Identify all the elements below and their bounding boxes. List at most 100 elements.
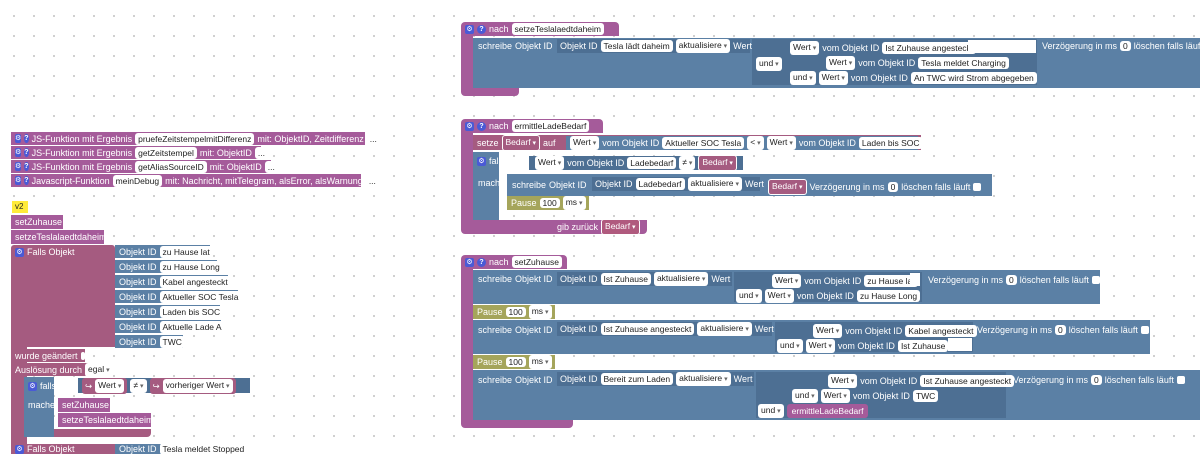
- wert-dropdown[interactable]: Wert: [826, 56, 856, 70]
- bedarf-variable[interactable]: Bedarf: [698, 155, 737, 171]
- call-setzeteslalaedtdaheim[interactable]: setzeTeslalaedtdaheim: [58, 413, 154, 427]
- gear-icon[interactable]: ⚙: [15, 148, 22, 157]
- delay-input[interactable]: 0: [1006, 275, 1017, 285]
- object-id-field[interactable]: Ist Zuhause angesteckt: [920, 375, 1015, 387]
- call-setzuhause[interactable]: setZuhause: [11, 215, 63, 229]
- aktualisiere-dropdown[interactable]: aktualisiere: [697, 322, 752, 336]
- object-id-field[interactable]: TWC: [159, 335, 185, 348]
- object-id-field[interactable]: zu Hause lat: [159, 245, 213, 258]
- object-id-field[interactable]: Aktueller SOC Tesla: [159, 290, 242, 303]
- object-id-block[interactable]: Objekt ID Tesla meldet Stopped: [115, 443, 248, 455]
- delay-input[interactable]: 0: [1091, 375, 1102, 385]
- previous-value-block[interactable]: ↪ vorheriger Wert: [149, 377, 236, 394]
- wert-dropdown[interactable]: Wert: [570, 136, 600, 150]
- aktualisiere-dropdown[interactable]: aktualisiere: [653, 272, 709, 286]
- gear-icon[interactable]: ⚙: [477, 156, 486, 166]
- object-id-field[interactable]: Ist Zuhause: [897, 340, 949, 352]
- wert-dropdown[interactable]: Wert: [95, 378, 125, 393]
- gear-icon[interactable]: ⚙: [15, 176, 22, 185]
- help-icon[interactable]: ?: [24, 176, 29, 185]
- state-value-block[interactable]: ↪ Wert: [82, 377, 128, 394]
- function-name-field[interactable]: pruefeZeitstempelmitDifferenz: [135, 132, 255, 145]
- delete-if-running-checkbox[interactable]: [1140, 326, 1149, 334]
- object-id-field[interactable]: TWC: [912, 390, 939, 402]
- more-button[interactable]: ...: [254, 146, 268, 159]
- und-dropdown[interactable]: und: [777, 339, 803, 353]
- wert-dropdown[interactable]: Wert: [818, 71, 848, 85]
- gear-icon[interactable]: ⚙: [15, 162, 22, 171]
- call-ermittleladebedarf[interactable]: ermittleLadeBedarf: [786, 404, 869, 418]
- delete-if-running-checkbox[interactable]: [973, 183, 982, 191]
- pause-block[interactable]: Pause 100 ms: [507, 196, 589, 210]
- object-id-field[interactable]: Ladebedarf: [635, 178, 685, 190]
- object-id-field[interactable]: Ist Zuhause angesteckt: [882, 42, 977, 54]
- js-function-block[interactable]: ⚙ ? JS-Funktion mit Ergebnis getAliasSou…: [11, 160, 278, 173]
- delay-input[interactable]: 0: [1120, 41, 1131, 51]
- wert-dropdown[interactable]: Wert: [764, 289, 794, 303]
- object-id-field[interactable]: Tesla lädt daheim: [600, 40, 673, 52]
- object-id-field[interactable]: Aktuelle Lade A: [159, 320, 225, 333]
- pause-block[interactable]: Pause 100 ms: [473, 355, 555, 369]
- function-name-field[interactable]: ermittleLadeBedarf: [511, 120, 590, 132]
- help-icon[interactable]: ?: [24, 162, 29, 171]
- objektid-block[interactable]: Objekt ID Tesla lädt daheim aktualisiere…: [557, 39, 752, 53]
- ms-dropdown[interactable]: ms: [562, 196, 586, 210]
- function-name-field[interactable]: meinDebug: [112, 174, 163, 187]
- vorheriger-wert-dropdown[interactable]: vorheriger Wert: [162, 378, 233, 393]
- if-condition-block[interactable]: Wert vom Objekt ID Ladebedarf ≠ Bedarf: [529, 155, 743, 171]
- object-id-field[interactable]: Ist Zuhause angesteckt: [600, 323, 695, 335]
- operator-dropdown[interactable]: ≠: [679, 156, 696, 170]
- wert-dropdown[interactable]: Wert: [772, 274, 802, 288]
- bedarf-variable[interactable]: Bedarf: [768, 179, 807, 195]
- object-id-field[interactable]: Tesla meldet Stopped: [159, 443, 248, 455]
- object-id-block[interactable]: Objekt ID Aktueller SOC Tesla: [115, 290, 242, 303]
- object-id-field[interactable]: zu Hause Long: [159, 260, 223, 273]
- object-id-field[interactable]: zu Hause Long: [856, 290, 921, 302]
- wert-dropdown[interactable]: Wert: [790, 41, 820, 55]
- falls-objekt-header-2[interactable]: ⚙ Falls Objekt: [11, 444, 115, 454]
- version-comment[interactable]: v2: [12, 201, 28, 213]
- objektid-block[interactable]: Objekt ID Ist Zuhause angesteckt aktuali…: [557, 322, 774, 336]
- function-name-field[interactable]: getZeitstempel: [135, 146, 197, 159]
- objektid-block[interactable]: Objekt ID Ist Zuhause aktualisiere Wert: [557, 272, 732, 286]
- falls-objekt-header[interactable]: ⚙ Falls Objekt: [11, 245, 115, 259]
- wert-dropdown[interactable]: Wert: [828, 374, 858, 388]
- wert-dropdown[interactable]: Wert: [813, 324, 843, 338]
- object-id-block[interactable]: Objekt ID Laden bis SOC: [115, 305, 224, 318]
- und-dropdown[interactable]: und: [758, 404, 784, 418]
- ms-dropdown[interactable]: ms: [528, 305, 552, 319]
- operator-dropdown[interactable]: ≠: [130, 378, 147, 393]
- object-id-field[interactable]: Kabel angesteckt: [905, 325, 977, 337]
- object-id-field[interactable]: Laden bis SOC: [159, 305, 224, 318]
- compare-block[interactable]: Wert vom Objekt ID Aktueller SOC Tesla <…: [566, 136, 923, 150]
- object-id-field[interactable]: Bereit zum Laden: [600, 373, 674, 385]
- pause-input[interactable]: 100: [539, 198, 560, 208]
- object-id-block[interactable]: Objekt ID TWC: [115, 335, 185, 348]
- gear-icon[interactable]: ⚙: [15, 444, 24, 454]
- object-id-field[interactable]: Aktueller SOC Tesla: [662, 137, 745, 149]
- bedarf-variable[interactable]: Bedarf: [601, 219, 640, 235]
- wert-dropdown[interactable]: Wert: [535, 156, 565, 170]
- help-icon[interactable]: ?: [24, 148, 29, 157]
- call-setzeteslalaedtdaheim[interactable]: setzeTeslalaedtdaheim: [11, 230, 107, 244]
- delay-input[interactable]: 0: [1055, 325, 1066, 335]
- wert-dropdown[interactable]: Wert: [805, 339, 835, 353]
- chevron-down-icon[interactable]: [80, 351, 85, 360]
- more-button[interactable]: ...: [264, 160, 278, 173]
- js-function-block[interactable]: ⚙ ? JS-Funktion mit Ergebnis pruefeZeits…: [11, 132, 380, 145]
- gear-icon[interactable]: ⚙: [465, 121, 474, 131]
- pause-block[interactable]: Pause 100 ms: [473, 305, 555, 319]
- delete-if-running-checkbox[interactable]: [1091, 276, 1100, 284]
- delay-input[interactable]: 0: [887, 182, 899, 192]
- help-icon[interactable]: ?: [477, 24, 486, 34]
- objektid-block[interactable]: Objekt ID Ladebedarf aktualisiere Wert: [592, 177, 764, 191]
- object-id-block[interactable]: Objekt ID Kabel angesteckt: [115, 275, 231, 288]
- more-button[interactable]: ...: [366, 132, 380, 145]
- help-icon[interactable]: ?: [24, 134, 29, 143]
- call-setzuhause[interactable]: setZuhause: [58, 398, 110, 412]
- operator-dropdown[interactable]: <: [747, 136, 764, 150]
- object-id-block[interactable]: Objekt ID zu Hause lat: [115, 245, 213, 258]
- object-id-field[interactable]: Ist Zuhause: [600, 273, 651, 285]
- help-icon[interactable]: ?: [477, 121, 486, 131]
- gear-icon[interactable]: ⚙: [15, 247, 24, 257]
